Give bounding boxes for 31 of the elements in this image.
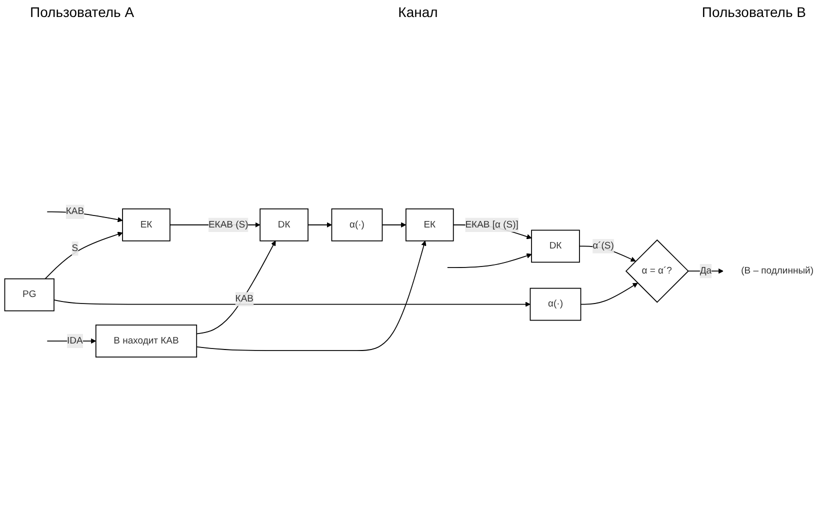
arrow bbox=[382, 222, 406, 228]
edge-label: Да bbox=[700, 266, 712, 276]
node-box bbox=[331, 208, 383, 242]
flowchart: КAB EКAB (S) EКAB [α (S)] S α´(S) Да КAB IDA EК DК α(·) EК DК α = α´? (B – подлинный) PG α(·) В находит КAB bbox=[0, 30, 836, 530]
node-diamond bbox=[625, 239, 689, 303]
zone-heading: Канал bbox=[398, 4, 438, 22]
edge-label: S bbox=[72, 243, 78, 254]
arrow bbox=[196, 240, 426, 351]
arrow bbox=[580, 282, 638, 305]
edge-label: EКAB [α (S)] bbox=[465, 220, 518, 230]
node-box bbox=[531, 230, 580, 263]
zone-heading: Пользователь A bbox=[30, 4, 134, 22]
node-box bbox=[4, 278, 54, 312]
arrow bbox=[44, 232, 123, 280]
edge-label: КAB bbox=[235, 294, 254, 304]
node-box bbox=[530, 288, 582, 321]
arrow bbox=[308, 222, 332, 228]
arrow bbox=[196, 240, 276, 334]
node-box bbox=[406, 208, 454, 242]
node-box bbox=[260, 208, 308, 242]
arrow bbox=[447, 253, 532, 268]
arrow bbox=[54, 300, 530, 307]
edge-label: КAB bbox=[66, 206, 84, 217]
zone-heading: Пользователь B bbox=[702, 4, 806, 22]
node-box bbox=[95, 324, 198, 358]
arrow bbox=[579, 246, 636, 262]
edge-label: α´(S) bbox=[592, 240, 614, 251]
edge-label: EКAB (S) bbox=[208, 220, 248, 230]
edge-label: IDA bbox=[67, 336, 83, 346]
node-box bbox=[122, 208, 170, 242]
node-text: (B – подлинный) bbox=[741, 266, 814, 276]
